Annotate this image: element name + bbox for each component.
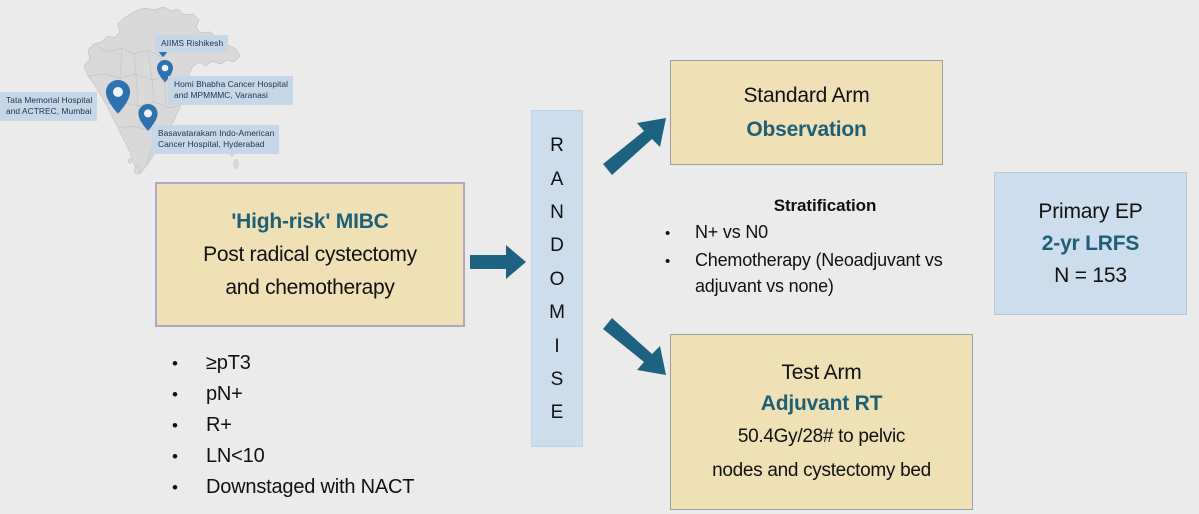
criteria-text: pN+ [206, 383, 243, 405]
test-arm-detail-line-1: 50.4Gy/28# to pelvic [737, 425, 906, 447]
randomise-letter: E [550, 402, 564, 424]
bullet-icon: • [665, 253, 671, 270]
standard-arm-box: Standard Arm Observation [670, 60, 943, 165]
criteria-text: ≥pT3 [206, 352, 251, 374]
standard-arm-treatment: Observation [746, 117, 867, 141]
randomise-letter: R [550, 135, 564, 157]
standard-arm-title: Standard Arm [743, 83, 870, 107]
map-label-mumbai: Tata Memorial Hospital and ACTREC, Mumba… [0, 92, 98, 121]
randomise-letter: D [550, 235, 564, 257]
inclusion-criteria-list: • ≥pT3 • pN+ • R+ • LN<10 • Downstaged w… [172, 348, 502, 503]
criteria-item: • ≥pT3 [172, 348, 502, 379]
stratification-item: • N+ vs N0 [665, 219, 985, 247]
map-label-hyderabad: Basavatarakam Indo-American Cancer Hospi… [152, 125, 280, 154]
bullet-icon: • [665, 225, 671, 242]
randomise-letter: M [549, 302, 565, 324]
eligibility-title: 'High-risk' MIBC [231, 209, 389, 233]
randomise-letter: O [549, 268, 565, 290]
primary-endpoint-metric: 2-yr LRFS [1041, 231, 1140, 255]
map-pin-mumbai [105, 80, 131, 114]
test-arm-box: Test Arm Adjuvant RT 50.4Gy/28# to pelvi… [670, 334, 973, 510]
criteria-text: LN<10 [206, 445, 265, 467]
randomise-column: R A N D O M I S E [531, 110, 583, 447]
primary-endpoint-title: Primary EP [1038, 199, 1143, 223]
bullet-icon: • [172, 447, 178, 466]
test-arm-detail-line-2: nodes and cystectomy bed [712, 459, 931, 481]
criteria-item: • LN<10 [172, 441, 502, 472]
eligibility-box: 'High-risk' MIBC Post radical cystectomy… [155, 182, 465, 327]
criteria-text: Downstaged with NACT [206, 476, 415, 498]
arrow-down-right-icon [603, 318, 666, 375]
stratification-text: Chemotherapy (Neoadjuvant vs adjuvant vs… [695, 250, 943, 296]
stratification-section: Stratification • N+ vs N0 • Chemotherapy… [665, 196, 985, 299]
stratification-text: N+ vs N0 [695, 222, 768, 242]
eligibility-line-1: Post radical cystectomy [203, 242, 417, 266]
stratification-title: Stratification [773, 196, 877, 215]
primary-endpoint-box: Primary EP 2-yr LRFS N = 153 [994, 172, 1187, 315]
criteria-item: • pN+ [172, 379, 502, 410]
map-label-varanasi: Homi Bhabha Cancer Hospital and MPMMMC, … [168, 76, 294, 105]
trial-sites-map: AIIMS Rishikesh Homi Bhabha Cancer Hospi… [0, 0, 330, 182]
eligibility-line-2: and chemotherapy [225, 275, 395, 299]
randomise-letter: S [550, 369, 564, 391]
randomise-letter: I [554, 335, 560, 357]
stratification-item: • Chemotherapy (Neoadjuvant vs adjuvant … [665, 247, 985, 299]
bullet-icon: • [172, 416, 178, 435]
primary-endpoint-sample-size: N = 153 [1054, 263, 1127, 287]
arrow-up-right-icon [603, 118, 666, 175]
bullet-icon: • [172, 478, 178, 497]
arrow-right-icon [470, 245, 526, 279]
randomise-letter: N [550, 201, 564, 223]
map-pin-hyderabad [138, 104, 158, 131]
bullet-icon: • [172, 385, 178, 404]
criteria-item: • R+ [172, 410, 502, 441]
randomise-letter: A [550, 168, 564, 190]
bullet-icon: • [172, 354, 178, 373]
map-label-rishikesh: AIIMS Rishikesh [155, 35, 229, 53]
criteria-text: R+ [206, 414, 232, 436]
criteria-item: • Downstaged with NACT [172, 472, 502, 503]
test-arm-title: Test Arm [781, 360, 862, 384]
test-arm-treatment: Adjuvant RT [760, 391, 883, 415]
